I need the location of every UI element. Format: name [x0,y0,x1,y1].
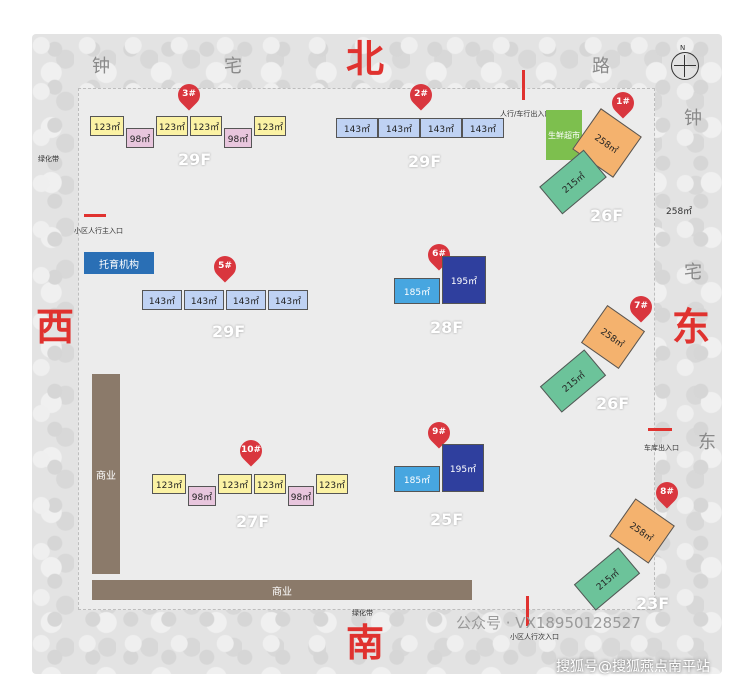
commercial-south: 商业 [92,580,472,600]
building-9-unit-185: 185㎡ [394,466,440,492]
building-7-number: 7# [634,301,648,311]
watermark-site: 搜狐号@搜狐燕点南平站 [556,659,710,675]
greenbelt-west-label: 绿化带 [38,155,59,163]
building-3-floors: 29F [178,150,212,169]
building-5-number: 5# [218,261,232,271]
building-2-unit-2: 143㎡ [378,118,420,138]
area-label-side: 258㎡ [666,207,693,217]
direction-north: 北 [346,37,385,81]
building-10-floors: 27F [236,512,270,531]
building-3-unit-4: 123㎡ [190,116,222,136]
building-10-unit-4: 123㎡ [254,474,286,494]
building-6-unit-185: 185㎡ [394,278,440,304]
west-entrance-label: 小区人行主入口 [74,227,123,235]
building-10-unit-6: 123㎡ [316,474,348,494]
building-10-unit-2: 98㎡ [188,486,216,506]
road-char-right-3: 东 [698,432,716,453]
direction-south: 南 [346,621,385,665]
north-entrance-arrow [522,70,525,100]
building-3-unit-3: 123㎡ [156,116,188,136]
building-2-unit-3: 143㎡ [420,118,462,138]
building-10-unit-3: 123㎡ [218,474,252,494]
compass-north-letter: N [680,44,686,52]
direction-west: 西 [36,305,75,349]
watermark-account: 公众号 · VX18950128527 [456,614,641,632]
building-10-number: 10# [240,445,262,455]
road-char-right-1: 钟 [684,108,702,129]
building-10-unit-1: 123㎡ [152,474,186,494]
building-2-unit-4: 143㎡ [462,118,504,138]
building-3-unit-5: 98㎡ [224,128,252,148]
south-entrance-arrow [526,596,529,626]
building-9-number: 9# [432,427,446,437]
building-10-unit-5: 98㎡ [288,486,314,506]
commercial-west: 商业 [92,374,120,574]
direction-east: 东 [672,305,711,349]
road-char-top-3: 路 [592,56,610,77]
building-9-unit-195: 195㎡ [442,444,484,492]
building-6-unit-195: 195㎡ [442,256,486,304]
building-5-unit-3: 143㎡ [226,290,266,310]
building-1-number: 1# [616,97,630,107]
building-3-unit-6: 123㎡ [254,116,286,136]
east-entrance-label: 车库出入口 [644,444,679,452]
building-1-floors: 26F [590,206,624,225]
building-5-unit-4: 143㎡ [268,290,308,310]
building-5-unit-2: 143㎡ [184,290,224,310]
building-3-unit-1: 123㎡ [90,116,124,136]
building-3-number: 3# [182,89,196,99]
road-char-right-2: 宅 [684,262,702,283]
road-char-top-1: 钟 [92,56,110,77]
building-3-unit-2: 98㎡ [126,128,154,148]
east-entrance-arrow [648,428,672,431]
building-5-floors: 29F [212,322,246,341]
building-2-floors: 29F [408,152,442,171]
building-7-floors: 26F [596,394,630,413]
north-entrance-label: 人行/车行出入口 [500,110,552,118]
building-2-number: 2# [414,89,428,99]
building-8-number: 8# [660,487,674,497]
greenbelt-south-label: 绿化带 [352,609,373,617]
building-9-floors: 25F [430,510,464,529]
south-entrance-label: 小区人行次入口 [510,633,559,641]
building-5-unit-1: 143㎡ [142,290,182,310]
west-entrance-arrow [84,214,106,217]
building-6-floors: 28F [430,318,464,337]
building-2-unit-1: 143㎡ [336,118,378,138]
daycare-facility: 托育机构 [84,252,154,274]
building-8-floors: 23F [636,594,670,613]
compass-icon [671,52,699,80]
road-char-top-2: 宅 [224,56,242,77]
building-6-number: 6# [432,249,446,259]
